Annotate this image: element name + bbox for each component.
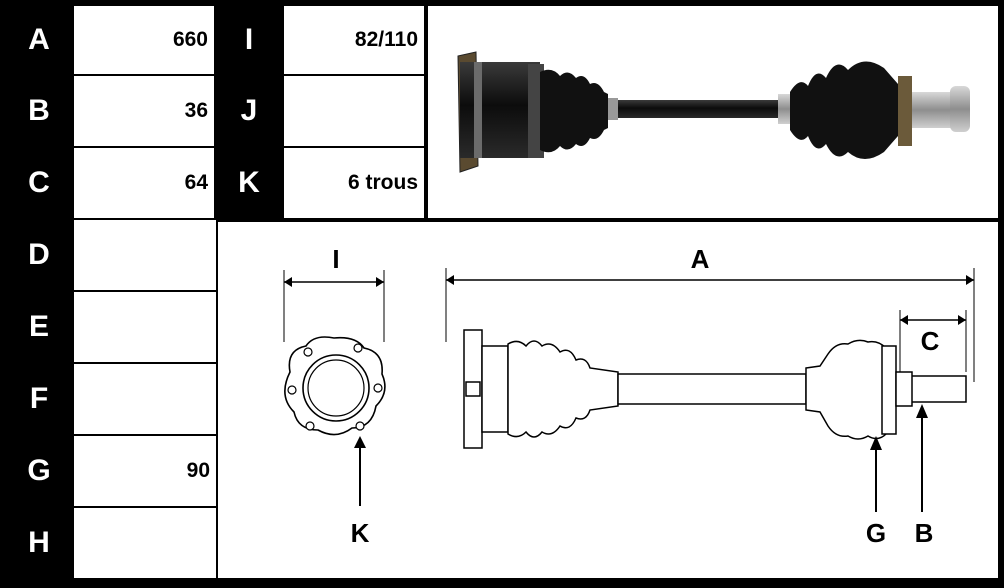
abs-ring-label: G: [866, 518, 886, 548]
row-letter-b: B: [6, 76, 72, 146]
row-value-j: [284, 76, 424, 146]
row-letter-j: J: [216, 76, 282, 146]
row-value-e: [74, 292, 216, 362]
row-letter-f: F: [6, 364, 72, 434]
row-value-g: 90: [74, 436, 216, 506]
row-value-b: 36: [74, 76, 214, 146]
row-letter-i: I: [216, 6, 282, 74]
spline-length-label: C: [921, 326, 940, 356]
row-letter-g: G: [6, 436, 72, 506]
row-letter-h: H: [6, 508, 72, 578]
flange-holes-label: K: [351, 518, 370, 548]
drive-shaft-photo: [457, 51, 970, 173]
shaft-outline: [463, 329, 967, 449]
row-value-k: 6 trous: [284, 148, 424, 218]
row-value-h: [74, 508, 216, 578]
row-letter-c: C: [6, 148, 72, 218]
row-value-c: 64: [74, 148, 214, 218]
product-photo: [428, 6, 998, 218]
flange-outline: [284, 336, 386, 436]
technical-drawing: I K A: [218, 222, 998, 578]
row-value-i: 82/110: [284, 6, 424, 74]
row-letter-a: A: [6, 6, 72, 74]
flange-width-label: I: [332, 244, 339, 274]
row-letter-e: E: [6, 292, 72, 362]
spline-diameter-label: B: [915, 518, 934, 548]
row-value-a: 660: [74, 6, 214, 74]
shaft-length-label: A: [691, 244, 710, 274]
row-letter-k: K: [216, 148, 282, 218]
row-value-f: [74, 364, 216, 434]
row-value-d: [74, 220, 216, 290]
technical-drawing-svg: I K A: [283, 244, 975, 548]
row-letter-d: D: [6, 220, 72, 290]
